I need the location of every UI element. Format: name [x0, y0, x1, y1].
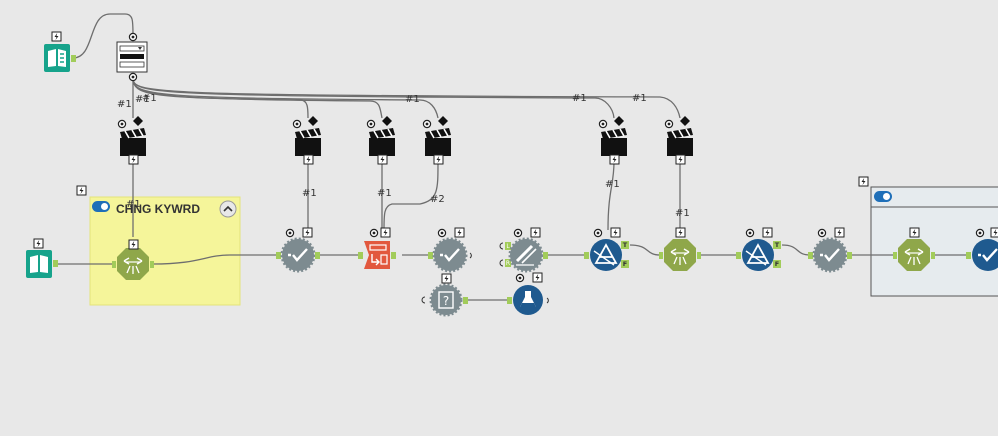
connection-label: #1 — [632, 93, 647, 104]
dynamic-rename-icon — [369, 244, 388, 266]
connection-label: #1 — [377, 188, 392, 199]
container-chng-body — [89, 196, 241, 306]
filter-tool-1[interactable]: T F — [584, 227, 629, 271]
bolt-icon — [33, 238, 44, 249]
connection-label: #1 — [142, 93, 157, 104]
book-icon — [26, 250, 52, 278]
clapperboard-icon — [295, 138, 321, 156]
action-tool-3[interactable] — [366, 116, 395, 165]
false-anchor[interactable] — [621, 260, 629, 268]
connection-label: #1 — [405, 94, 420, 105]
dynamic-rename-tool[interactable] — [358, 227, 396, 269]
clapperboard-icon — [667, 138, 693, 156]
checkmark-icon — [440, 248, 460, 262]
clapperboard-icon — [369, 138, 395, 156]
chevron-up-icon — [223, 205, 233, 212]
true-anchor[interactable] — [773, 241, 781, 249]
select-tool-3[interactable] — [808, 227, 852, 273]
container-chng-kywrd[interactable] — [89, 196, 241, 306]
test-tool[interactable]: ? — [421, 273, 468, 317]
action-tool-5[interactable] — [598, 116, 627, 165]
bolt-icon — [51, 31, 62, 42]
checkmark-icon — [288, 248, 308, 262]
collapse-button[interactable] — [219, 200, 237, 218]
action-tool-6[interactable] — [664, 116, 693, 165]
connections — [58, 13, 970, 301]
connection-label: #1 — [135, 94, 150, 105]
select-tool-2[interactable] — [428, 227, 472, 273]
clapperboard-icon — [425, 138, 451, 156]
true-anchor[interactable] — [621, 241, 629, 249]
action-tools — [117, 116, 693, 165]
formula-icon — [904, 248, 924, 265]
container-right-header — [870, 186, 998, 208]
browse-lab-tool[interactable] — [507, 272, 549, 315]
filter-tool-2[interactable]: T F — [736, 227, 781, 271]
join-tool[interactable]: L R — [499, 227, 548, 273]
connection-label: #2 — [430, 194, 445, 205]
output-anchor[interactable] — [71, 55, 76, 62]
formula-tool-3[interactable] — [893, 227, 935, 271]
connection-label: #1 — [605, 179, 620, 190]
formula-icon — [123, 257, 143, 274]
right-anchor[interactable] — [505, 259, 511, 267]
input-data-tool-1[interactable] — [44, 44, 76, 72]
svg-text:T: T — [775, 241, 780, 249]
bolt-icon — [76, 185, 87, 196]
svg-text:R: R — [506, 260, 510, 267]
join-icon — [515, 244, 537, 266]
connection-label: #1 — [117, 99, 132, 110]
svg-text:F: F — [775, 260, 779, 268]
connection-label: #1 — [572, 93, 587, 104]
question-icon: ? — [443, 294, 449, 308]
container-title: CHNG KYWRD — [116, 202, 200, 216]
checkmark-icon — [820, 248, 840, 262]
checkmark-icon — [978, 248, 998, 262]
svg-text:T: T — [623, 241, 628, 249]
connection-label: #1 — [302, 188, 317, 199]
action-tool-2[interactable] — [292, 116, 321, 165]
formula-tool-1[interactable] — [112, 239, 154, 280]
gear-icon — [128, 32, 138, 42]
svg-text:L: L — [506, 243, 510, 250]
connection-label: #1 — [675, 208, 690, 219]
connection-label: #1 — [126, 199, 141, 210]
clapperboard-icon — [120, 138, 146, 156]
action-tool-4[interactable] — [422, 116, 451, 165]
toggle-knob-icon — [883, 193, 890, 200]
book-icon — [44, 44, 70, 72]
svg-text:F: F — [623, 260, 627, 268]
clapperboard-icon — [601, 138, 627, 156]
select-tool-1[interactable] — [276, 227, 320, 273]
select-tool-4[interactable] — [966, 227, 998, 271]
formula-icon — [670, 248, 690, 265]
action-tool-1[interactable] — [117, 116, 146, 165]
bolt-icon — [858, 176, 869, 187]
toggle-knob-icon — [101, 203, 108, 210]
container-right[interactable] — [870, 186, 998, 297]
formula-tool-2[interactable] — [659, 227, 701, 271]
false-anchor[interactable] — [773, 260, 781, 268]
input-data-tool-2[interactable] — [26, 250, 58, 278]
dropdown-interface-tool[interactable] — [116, 41, 148, 73]
left-anchor[interactable] — [505, 242, 511, 250]
output-anchor[interactable] — [53, 260, 58, 267]
connection-labels: #1 #1 #1 #1 #1 #1 #1 #1 #1 #2 #1 #1 — [117, 93, 690, 219]
gear-icon — [128, 72, 138, 82]
